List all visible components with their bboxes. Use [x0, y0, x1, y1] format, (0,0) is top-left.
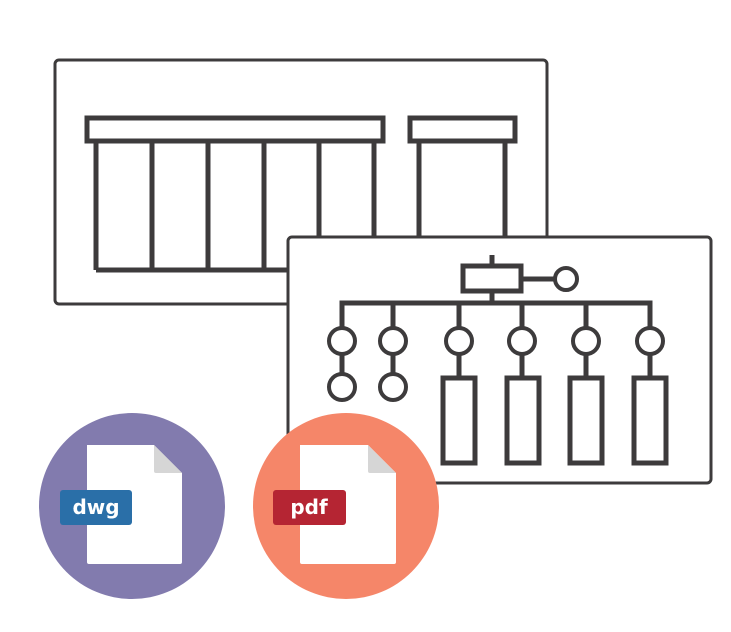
file-pdf-label: pdf: [290, 495, 328, 519]
file-pdf[interactable]: pdf: [253, 413, 439, 599]
schematic-lower-nodes: [327, 372, 408, 402]
panel-schematic-frame: [286, 235, 713, 485]
file-pdf-page-icon: [300, 445, 396, 564]
file-dwg-page-icon: [87, 445, 182, 564]
file-pdf-badge: [273, 490, 346, 525]
layout-header-bar-right: [407, 115, 518, 144]
file-dwg-fold-icon: [154, 445, 182, 473]
layout-compartments-right: [416, 141, 508, 237]
file-dwg-label: dwg: [72, 495, 119, 519]
file-pdf-fold-icon: [368, 445, 396, 473]
file-dwg-badge: [60, 490, 132, 525]
schematic-busbar: [339, 300, 653, 330]
layout-header-bar-left: [84, 115, 386, 144]
schematic-loads: [440, 375, 669, 466]
schematic-drops: [390, 303, 589, 330]
panel-schematic: [286, 235, 713, 485]
file-dwg[interactable]: dwg: [39, 413, 225, 599]
schematic-aux-node: [553, 266, 579, 292]
schematic-lower-links: [339, 354, 653, 378]
